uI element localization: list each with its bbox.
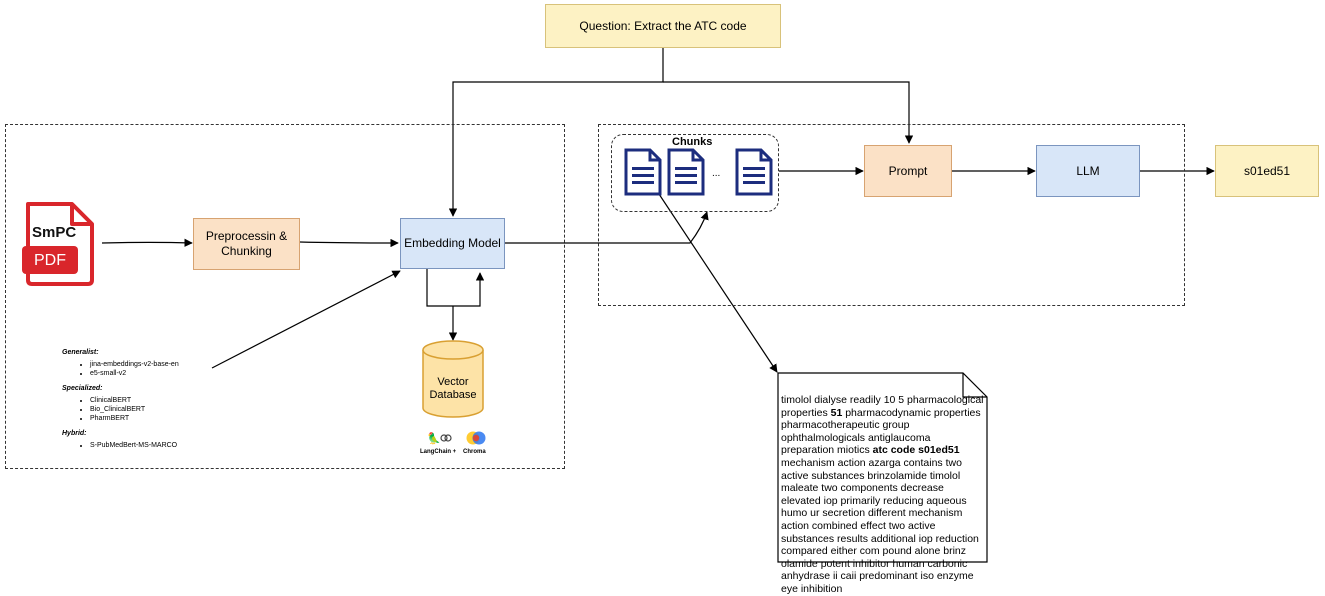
langchain-logo-text: LangChain + xyxy=(420,449,457,455)
document-icon xyxy=(735,148,773,196)
llm-box: LLM xyxy=(1036,145,1140,197)
chunk-text: timolol dialyse readily 10 5 pharmacolog… xyxy=(781,394,984,595)
arrow-chunk-to-note xyxy=(654,187,778,373)
model-item: S-PubMedBert-MS-MARCO xyxy=(90,441,212,450)
specialized-heading: Specialized: xyxy=(62,385,103,392)
connector-lines xyxy=(101,47,1215,373)
parrot-icon: 🦜 xyxy=(427,433,441,445)
arrow-models-to-embedding xyxy=(211,270,401,369)
hybrid-list: S-PubMedBert-MS-MARCO xyxy=(62,441,212,450)
output-box: s01ed51 xyxy=(1215,145,1319,197)
embedding-model-list: Generalist: jina-embeddings-v2-base-en e… xyxy=(62,342,212,450)
generalist-heading: Generalist: xyxy=(62,349,99,356)
question-text: Question: Extract the ATC code xyxy=(579,18,747,33)
chroma-logo-icon xyxy=(466,431,486,445)
embedding-model-text: Embedding Model xyxy=(404,236,501,250)
hybrid-heading: Hybrid: xyxy=(62,430,87,437)
output-text: s01ed51 xyxy=(1243,163,1291,178)
chunk-ellipsis: ... xyxy=(712,168,721,179)
model-item: PharmBERT xyxy=(90,414,212,423)
embedding-model-box: Embedding Model xyxy=(400,218,505,269)
note-shape xyxy=(777,372,988,563)
document-icon xyxy=(667,148,705,196)
arrow-pdf-to-preprocess xyxy=(101,238,193,247)
arrow-preprocess-to-embedding xyxy=(299,238,399,248)
prompt-box: Prompt xyxy=(864,145,952,197)
pdf-file-icon xyxy=(22,202,94,286)
vector-db-text: Vector Database xyxy=(429,376,477,401)
arrow-embedding-to-chunks xyxy=(505,211,709,244)
arrow-question-to-embedding xyxy=(448,47,664,217)
preprocessing-box: Preprocessin & Chunking xyxy=(193,218,300,270)
specialized-list: ClinicalBERT Bio_ClinicalBERT PharmBERT xyxy=(62,396,212,423)
document-icon xyxy=(624,148,662,196)
prompt-text: Prompt xyxy=(888,163,928,178)
preprocessing-text: Preprocessin & Chunking xyxy=(205,229,288,258)
pdf-badge: PDF xyxy=(34,252,66,269)
chunks-label: Chunks xyxy=(672,136,713,148)
pdf-title: SmPC xyxy=(32,224,77,241)
link-icon xyxy=(440,434,452,442)
generation-group xyxy=(598,124,1185,306)
chroma-logo-text: Chroma xyxy=(463,449,486,455)
database-icon xyxy=(422,340,484,418)
question-box: Question: Extract the ATC code xyxy=(545,4,781,48)
generalist-list: jina-embeddings-v2-base-en e5-small-v2 xyxy=(62,360,212,378)
chunks-group xyxy=(611,134,779,212)
model-item: ClinicalBERT xyxy=(90,396,212,405)
model-item: jina-embeddings-v2-base-en xyxy=(90,360,212,369)
llm-text: LLM xyxy=(1076,163,1100,178)
model-item: Bio_ClinicalBERT xyxy=(90,405,212,414)
arrow-question-to-prompt xyxy=(663,81,914,144)
retrieval-pipeline-group xyxy=(5,124,565,469)
model-item: e5-small-v2 xyxy=(90,369,212,378)
